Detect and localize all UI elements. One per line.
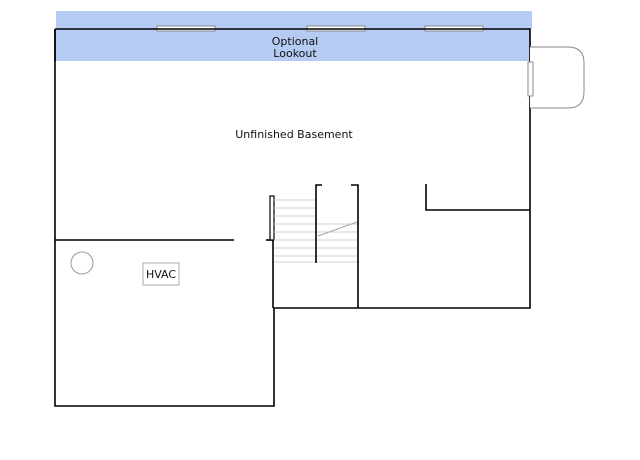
stair-wall-right: [351, 184, 359, 308]
lookout-band-top: [56, 11, 532, 29]
water-heater-icon: [70, 251, 94, 275]
stair-break-line: [317, 221, 358, 237]
lookout-label-line2: Lookout: [273, 47, 317, 60]
optional-lookout-zone: Optional Lookout: [56, 11, 532, 61]
stair-wall-center: [315, 184, 322, 263]
window-right: [527, 61, 534, 97]
exterior-wall-outline: [54, 28, 531, 407]
unfinished-basement-label: Unfinished Basement: [235, 128, 353, 141]
exterior-walls: [54, 28, 531, 407]
hvac-label: HVAC: [146, 268, 176, 281]
stair-rail-left: [269, 195, 275, 241]
mechanical-room: HVAC: [70, 251, 180, 286]
interior-wall-right-room: [425, 184, 530, 211]
interior-walls: [55, 184, 530, 308]
lookout-label-line1: Optional: [272, 35, 319, 48]
lookout-band-main: [56, 29, 530, 61]
hvac-unit: [142, 262, 180, 286]
window-well: [527, 46, 585, 109]
staircase: [269, 184, 359, 308]
window-well-outline: [530, 46, 585, 109]
